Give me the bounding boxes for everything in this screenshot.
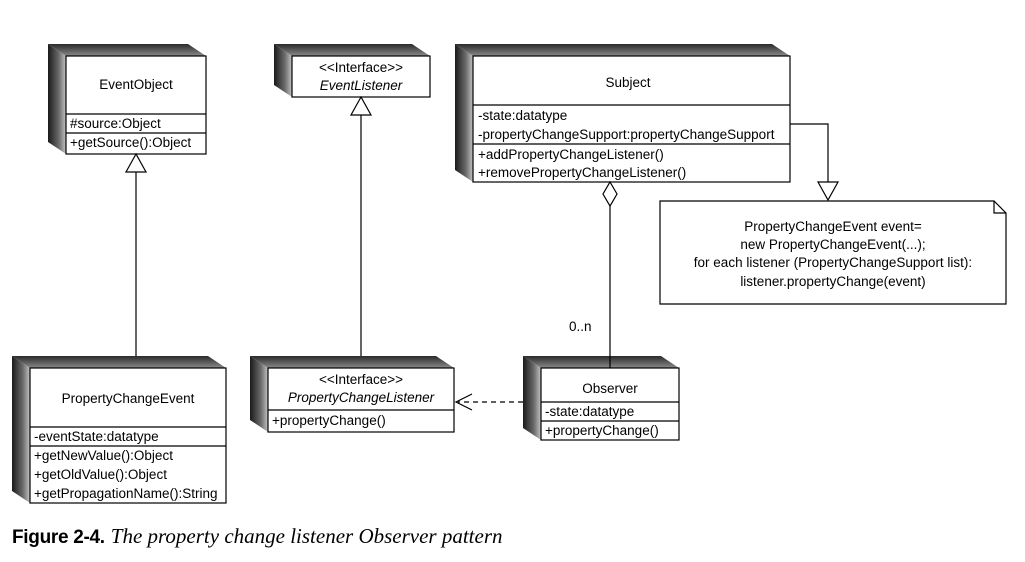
realization-arrowhead (454, 393, 473, 411)
generalization-arrowhead (124, 152, 148, 173)
shadow-top (12, 356, 226, 368)
interface-box (291, 55, 431, 98)
shadow-top (250, 356, 454, 368)
note-line: listener.propertyChange(event) (740, 274, 925, 289)
shadow-top (48, 44, 206, 56)
class-box (29, 367, 227, 504)
note-box (659, 200, 1007, 305)
stereotype: <<Interface>> (319, 60, 403, 75)
attribute: -state:datatype (478, 108, 567, 123)
realization-observer-to-listener (454, 393, 523, 411)
class-name: Observer (582, 381, 638, 396)
attribute: -propertyChangeSupport:propertyChangeSup… (478, 127, 775, 142)
class-name: PropertyChangeEvent (62, 391, 195, 406)
note-line: for each listener (PropertyChangeSupport… (694, 255, 972, 270)
operation: +removePropertyChangeListener() (478, 165, 686, 180)
shadow-top (523, 356, 679, 368)
shadow-side (48, 44, 66, 154)
note-connector-line (790, 123, 829, 182)
class-name: Subject (605, 75, 650, 90)
shadow-side (250, 356, 268, 432)
attribute: -eventState:datatype (34, 429, 159, 444)
class-box (472, 55, 791, 183)
note-fold (993, 201, 1006, 214)
class-observer: Observer -state:datatype +propertyChange… (523, 356, 680, 441)
interface-box (267, 367, 455, 433)
generalization-event-to-eventobject (124, 152, 148, 356)
operation: +getOldValue():Object (34, 467, 167, 482)
shadow-side (274, 44, 292, 97)
operation: +getPropagationName():String (34, 486, 217, 501)
operation: +getSource():Object (70, 135, 191, 150)
class-name: EventObject (99, 77, 173, 92)
shadow-side (455, 44, 473, 182)
note: PropertyChangeEvent event= new PropertyC… (659, 200, 1007, 305)
interface-name: PropertyChangeListener (288, 390, 435, 405)
aggregation-subject-observer: 0..n (569, 180, 618, 368)
shadow-side (523, 356, 541, 440)
note-line: PropertyChangeEvent event= (744, 219, 922, 234)
note-line: new PropertyChangeEvent(...); (740, 237, 925, 252)
operation: +propertyChange() (545, 423, 659, 438)
attribute: -state:datatype (545, 404, 634, 419)
shadow-top (455, 44, 790, 56)
class-event-object: EventObject #source:Object +getSource():… (48, 44, 207, 155)
generalization-arrowhead (349, 95, 373, 116)
generalization-listener-to-eventlistener (349, 95, 373, 356)
operation: +getNewValue():Object (34, 448, 173, 463)
interface-property-change-listener: <<Interface>> PropertyChangeListener +pr… (250, 356, 455, 433)
figure-label: Figure 2-4. (12, 527, 105, 548)
aggregation-diamond (602, 180, 618, 208)
class-box (65, 55, 207, 155)
multiplicity-label: 0..n (569, 319, 592, 334)
shadow-side (12, 356, 30, 503)
stereotype: <<Interface>> (319, 372, 403, 387)
interface-name: EventListener (320, 78, 403, 93)
figure-caption: Figure 2-4.The property change listener … (12, 524, 503, 549)
operation: +propertyChange() (272, 413, 386, 428)
note-connector-arrowhead (816, 181, 840, 202)
class-subject: Subject -state:datatype -propertyChangeS… (455, 44, 791, 183)
operation: +addPropertyChangeListener() (478, 147, 664, 162)
class-property-change-event: PropertyChangeEvent -eventState:datatype… (12, 356, 227, 504)
note-connector (790, 123, 840, 202)
attribute: #source:Object (70, 116, 161, 131)
interface-event-listener: <<Interface>> EventListener (274, 44, 431, 98)
figure-title: The property change listener Observer pa… (110, 524, 503, 548)
shadow-top (274, 44, 430, 56)
